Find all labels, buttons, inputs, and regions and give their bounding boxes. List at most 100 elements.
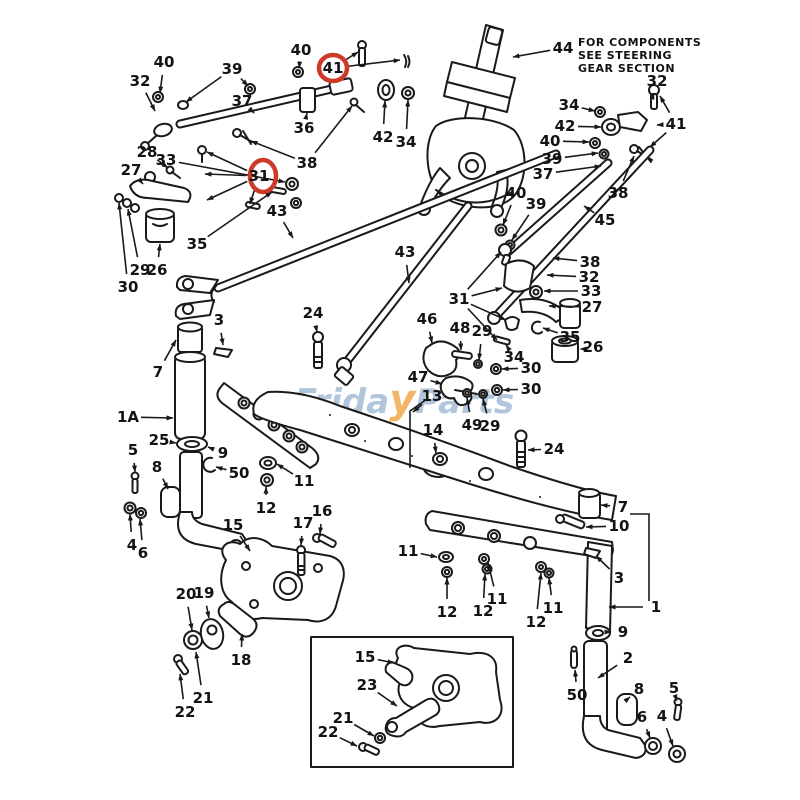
part-label-38: 38 xyxy=(297,154,318,172)
leader-line-31 xyxy=(467,251,502,290)
part-label-18: 18 xyxy=(231,651,252,669)
part-label-32: 32 xyxy=(130,72,151,90)
part-label-12: 12 xyxy=(437,603,458,621)
leader-line-3 xyxy=(595,555,611,570)
part-label-8: 8 xyxy=(634,680,644,698)
leader-line-15 xyxy=(239,535,251,552)
part-label-23: 23 xyxy=(357,676,378,694)
part-label-33: 33 xyxy=(156,151,177,169)
part-label-35: 35 xyxy=(187,235,208,253)
leader-line-5 xyxy=(131,462,137,473)
part-label-39: 39 xyxy=(542,150,563,168)
part-label-48: 48 xyxy=(450,319,471,337)
part-label-41: 41 xyxy=(323,59,344,77)
part-label-29: 29 xyxy=(472,322,493,340)
part-label-5: 5 xyxy=(669,679,679,697)
leader-line-46 xyxy=(428,331,434,344)
part-label-1A: 1A xyxy=(117,408,139,426)
part-label-28: 28 xyxy=(137,143,158,161)
leader-line-12 xyxy=(482,573,488,599)
leader-line-31 xyxy=(471,287,503,297)
leader-line-36 xyxy=(303,112,309,120)
part-label-46: 46 xyxy=(417,310,438,328)
leader-line-29 xyxy=(126,208,139,258)
part-label-49: 49 xyxy=(462,416,483,434)
leader-line-40 xyxy=(297,61,303,69)
part-label-22: 22 xyxy=(175,703,196,721)
part-label-11: 11 xyxy=(398,542,419,560)
leader-line-43 xyxy=(405,264,411,284)
part-label-11: 11 xyxy=(294,472,315,490)
leader-line-6 xyxy=(138,518,144,541)
part-label-19: 19 xyxy=(194,584,215,602)
leader-line-7 xyxy=(600,503,611,509)
leader-line-39 xyxy=(564,151,599,159)
leader-line-14 xyxy=(432,442,438,454)
watermark-accent: y xyxy=(389,377,417,423)
leader-line-47 xyxy=(430,379,443,385)
leader-line-29 xyxy=(477,343,483,361)
part-label-14: 14 xyxy=(423,421,444,439)
axle-extension-right xyxy=(424,488,686,763)
part-label-11: 11 xyxy=(543,599,564,617)
part13-bracket xyxy=(409,398,428,468)
part-label-30: 30 xyxy=(521,380,542,398)
inset-box xyxy=(310,636,514,768)
part-label-31: 31 xyxy=(249,167,270,185)
part-label-40: 40 xyxy=(506,184,527,202)
part-label-32: 32 xyxy=(579,268,600,286)
leader-line-32 xyxy=(546,272,577,278)
note-line-3: GEAR SECTION xyxy=(578,62,675,75)
leader-line-31 xyxy=(470,303,507,321)
part-label-34: 34 xyxy=(504,348,525,366)
part-label-31: 31 xyxy=(449,290,470,308)
part-label-43: 43 xyxy=(395,243,416,261)
leader-line-1A xyxy=(140,415,174,421)
leader-line-19 xyxy=(205,605,211,619)
leader-line-29 xyxy=(482,398,488,414)
leader-line-32 xyxy=(145,92,156,112)
note-line-1: FOR COMPONENTS xyxy=(578,36,701,49)
part-label-8: 8 xyxy=(152,458,162,476)
part-label-42: 42 xyxy=(373,128,394,146)
steering-gear-assembly xyxy=(417,24,526,218)
leader-line-11 xyxy=(276,463,294,475)
part-label-9: 9 xyxy=(218,444,228,462)
leader-line-37 xyxy=(555,164,602,173)
part-label-1: 1 xyxy=(651,598,661,616)
leader-line-34 xyxy=(505,344,512,352)
part-label-25: 25 xyxy=(149,431,170,449)
part-label-20: 20 xyxy=(176,585,197,603)
leader-line-38 xyxy=(622,155,635,182)
leader-line-27 xyxy=(548,303,580,309)
part-label-35: 35 xyxy=(560,328,581,346)
leader-line-23 xyxy=(377,691,398,707)
leader-line-7 xyxy=(163,339,177,362)
leader-line-31 xyxy=(206,151,248,172)
leader-line-3 xyxy=(219,332,225,346)
part-label-43: 43 xyxy=(267,202,288,220)
part-label-45: 45 xyxy=(595,211,616,229)
part-label-15: 15 xyxy=(223,516,244,534)
part-label-24: 24 xyxy=(303,304,324,322)
leader-line-9 xyxy=(207,446,215,452)
part-label-21: 21 xyxy=(193,689,214,707)
part-label-37: 37 xyxy=(232,92,253,110)
part-label-40: 40 xyxy=(291,41,312,59)
leader-line-20 xyxy=(187,606,194,631)
part-label-32: 32 xyxy=(647,72,668,90)
leader-line-38 xyxy=(552,256,578,262)
leader-line-41 xyxy=(649,132,667,148)
part-label-7: 7 xyxy=(618,498,628,516)
leader-line-40 xyxy=(158,74,164,94)
leader-line-24 xyxy=(527,447,542,453)
part-label-42: 42 xyxy=(555,117,576,135)
part-label-12: 12 xyxy=(473,602,494,620)
highlight-circle-41 xyxy=(316,52,350,84)
leader-line-13 xyxy=(412,403,423,413)
leader-line-15 xyxy=(377,658,395,665)
steering-knuckle-left xyxy=(173,533,345,676)
leader-line-50 xyxy=(573,669,579,683)
leader-line-11 xyxy=(487,562,495,587)
